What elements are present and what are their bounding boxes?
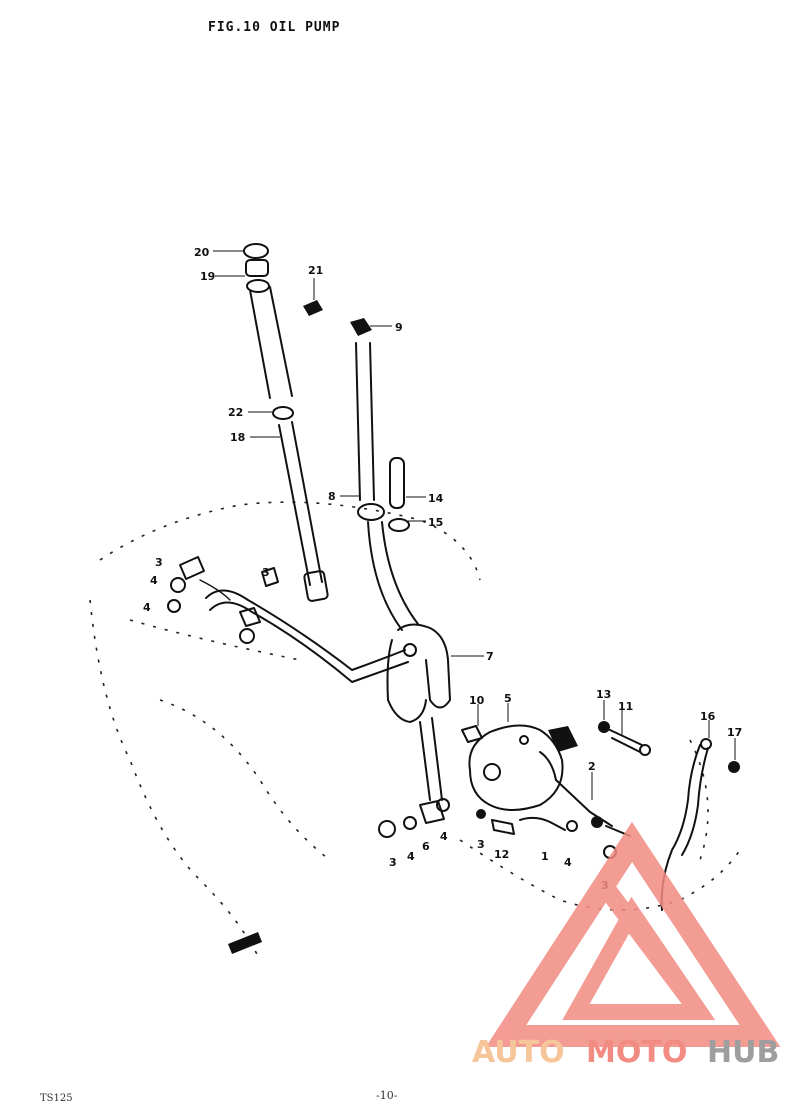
callout: 11 <box>618 700 633 713</box>
lower-fittings <box>378 798 450 838</box>
footer-page-number: -10- <box>376 1089 398 1102</box>
callout: 20 <box>194 246 210 259</box>
callout: 10 <box>469 694 485 707</box>
callout: 4 <box>143 601 151 614</box>
callout: 12 <box>494 848 509 861</box>
callout: 22 <box>228 406 243 419</box>
callout: 3 <box>262 566 270 579</box>
watermark-logo <box>485 821 781 1047</box>
oil-line-main <box>205 567 409 683</box>
callout: 18 <box>230 431 245 444</box>
pipe-clamp-7 <box>386 623 451 801</box>
footer-model-code: TS125 <box>40 1093 73 1104</box>
figure-title: FIG.10 OIL PUMP <box>208 20 341 35</box>
watermark-word-auto: AUTO <box>472 1035 565 1070</box>
callout: 4 <box>440 830 448 843</box>
callout: 2 <box>588 760 596 773</box>
callout: 4 <box>564 856 572 869</box>
callout: 21 <box>308 264 323 277</box>
callout: 7 <box>486 650 494 663</box>
oil-feed-pipe-upper <box>243 243 329 602</box>
bolt-11 <box>598 721 651 756</box>
callout: 5 <box>504 692 512 705</box>
leader-lines <box>213 250 736 800</box>
callout: 6 <box>422 840 430 853</box>
callout: 19 <box>200 270 215 283</box>
watermark-word-moto: MOTO <box>586 1035 687 1070</box>
callout: 3 <box>477 838 485 851</box>
cap-21 <box>303 300 323 316</box>
banjo-bolt-14 <box>388 457 410 532</box>
watermark-word-hub: HUB <box>707 1035 779 1070</box>
callout: 16 <box>700 710 716 723</box>
callout-labels: 20 19 21 9 22 18 8 14 15 3 4 4 3 7 10 5 … <box>143 246 742 892</box>
watermark-wordmark: AUTO MOTO HUB <box>472 1035 779 1070</box>
callout: 3 <box>155 556 163 569</box>
engine-outline <box>89 501 741 961</box>
callout: 9 <box>395 321 403 334</box>
callout: 8 <box>328 490 336 503</box>
oil-pump-body <box>461 724 613 827</box>
callout: 4 <box>407 850 415 863</box>
callout: 1 <box>541 850 549 863</box>
left-fittings <box>167 556 231 613</box>
callout: 14 <box>428 492 444 505</box>
oil-pipe-9 <box>350 318 419 631</box>
callout: 4 <box>150 574 158 587</box>
callout: 15 <box>428 516 443 529</box>
callout: 17 <box>727 726 742 739</box>
bracket-part <box>228 932 262 954</box>
callout: 3 <box>389 856 397 869</box>
callout: 13 <box>596 688 611 701</box>
